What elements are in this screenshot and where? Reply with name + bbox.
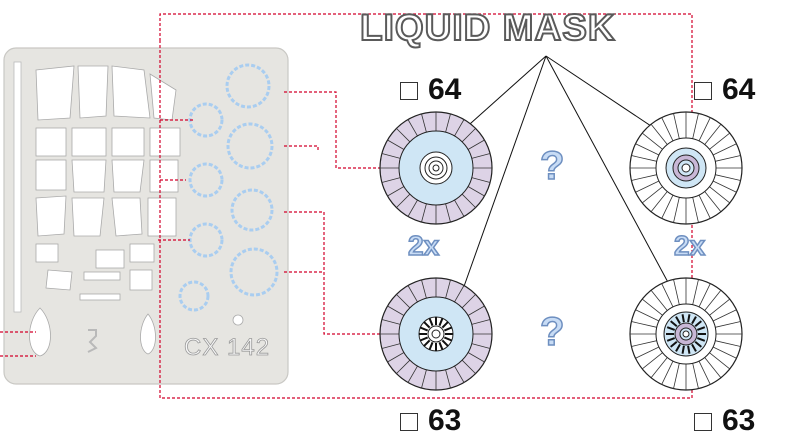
ref-number: 64	[722, 73, 756, 106]
checkbox[interactable]	[400, 82, 418, 101]
ref-number: 64	[428, 73, 462, 106]
question-mark-top: ?	[539, 143, 565, 189]
wheel-bottom-right	[629, 277, 743, 391]
wheel-bottom-left	[379, 277, 493, 391]
wheel-top-right	[629, 111, 743, 225]
ref-number: 63	[722, 404, 756, 437]
checkbox[interactable]	[400, 413, 418, 432]
ref-top-left: 64	[400, 73, 461, 107]
mask-circle	[226, 122, 274, 170]
mask-plate	[3, 47, 289, 385]
question-mark-bottom: ?	[539, 309, 565, 355]
ref-bottom-right: 63	[694, 404, 755, 438]
wheel-top-left	[379, 111, 493, 225]
mask-circle	[230, 188, 274, 232]
multiplier-left: 2x	[407, 229, 440, 262]
mask-circle	[225, 63, 271, 109]
checkbox[interactable]	[694, 413, 712, 432]
checkbox[interactable]	[694, 82, 712, 101]
mask-circle	[178, 280, 210, 312]
mask-circle	[188, 162, 224, 198]
ref-top-right: 64	[694, 73, 755, 107]
diagram-title: LIQUID MASK	[359, 6, 616, 49]
multiplier-right: 2x	[673, 229, 706, 262]
plate-code: CX 142	[184, 334, 271, 362]
ref-number: 63	[428, 404, 462, 437]
ref-bottom-left: 63	[400, 404, 461, 438]
mask-circle	[229, 247, 279, 297]
